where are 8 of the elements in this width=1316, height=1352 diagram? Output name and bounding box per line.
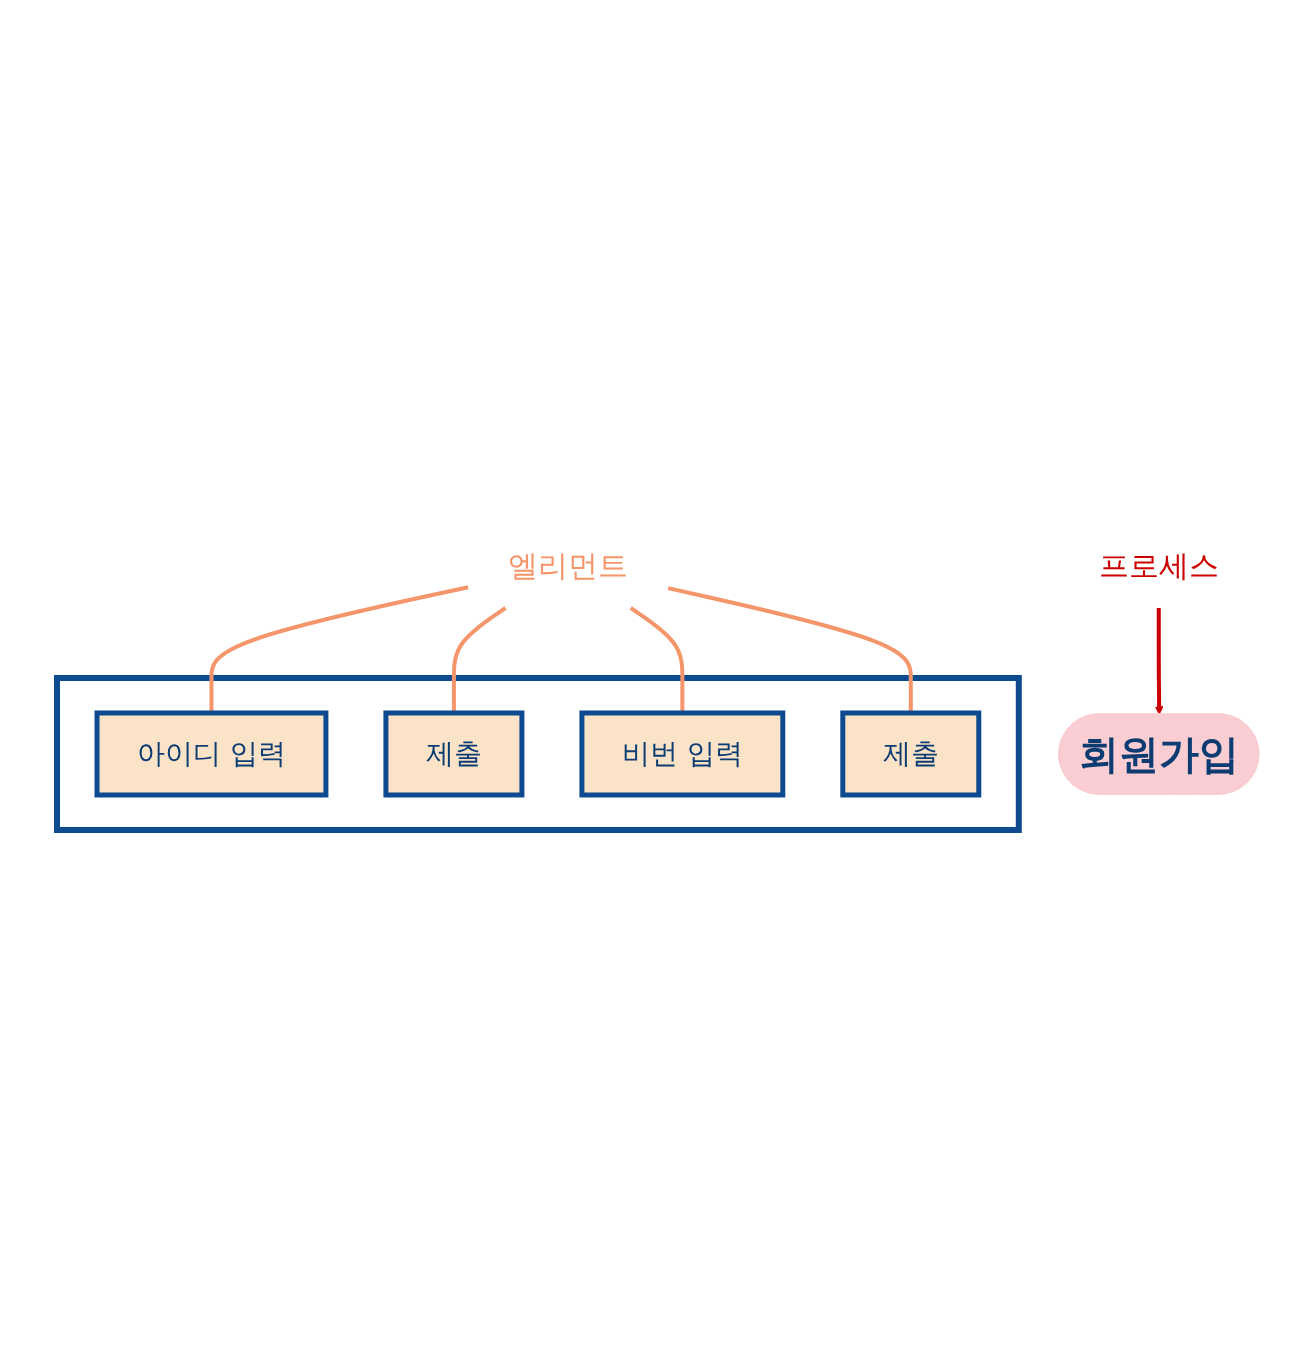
cluster bbox=[54, 674, 1022, 833]
node-box: 비번 입력 bbox=[579, 710, 786, 797]
arrow bbox=[1154, 607, 1164, 715]
node-box: 제출 bbox=[383, 710, 525, 797]
node-box: 아이디 입력 bbox=[94, 710, 329, 797]
node-box: 제출 bbox=[840, 710, 982, 797]
node-text: 엘리먼트 bbox=[508, 547, 629, 583]
node-text: 프로세스 bbox=[1098, 547, 1219, 583]
